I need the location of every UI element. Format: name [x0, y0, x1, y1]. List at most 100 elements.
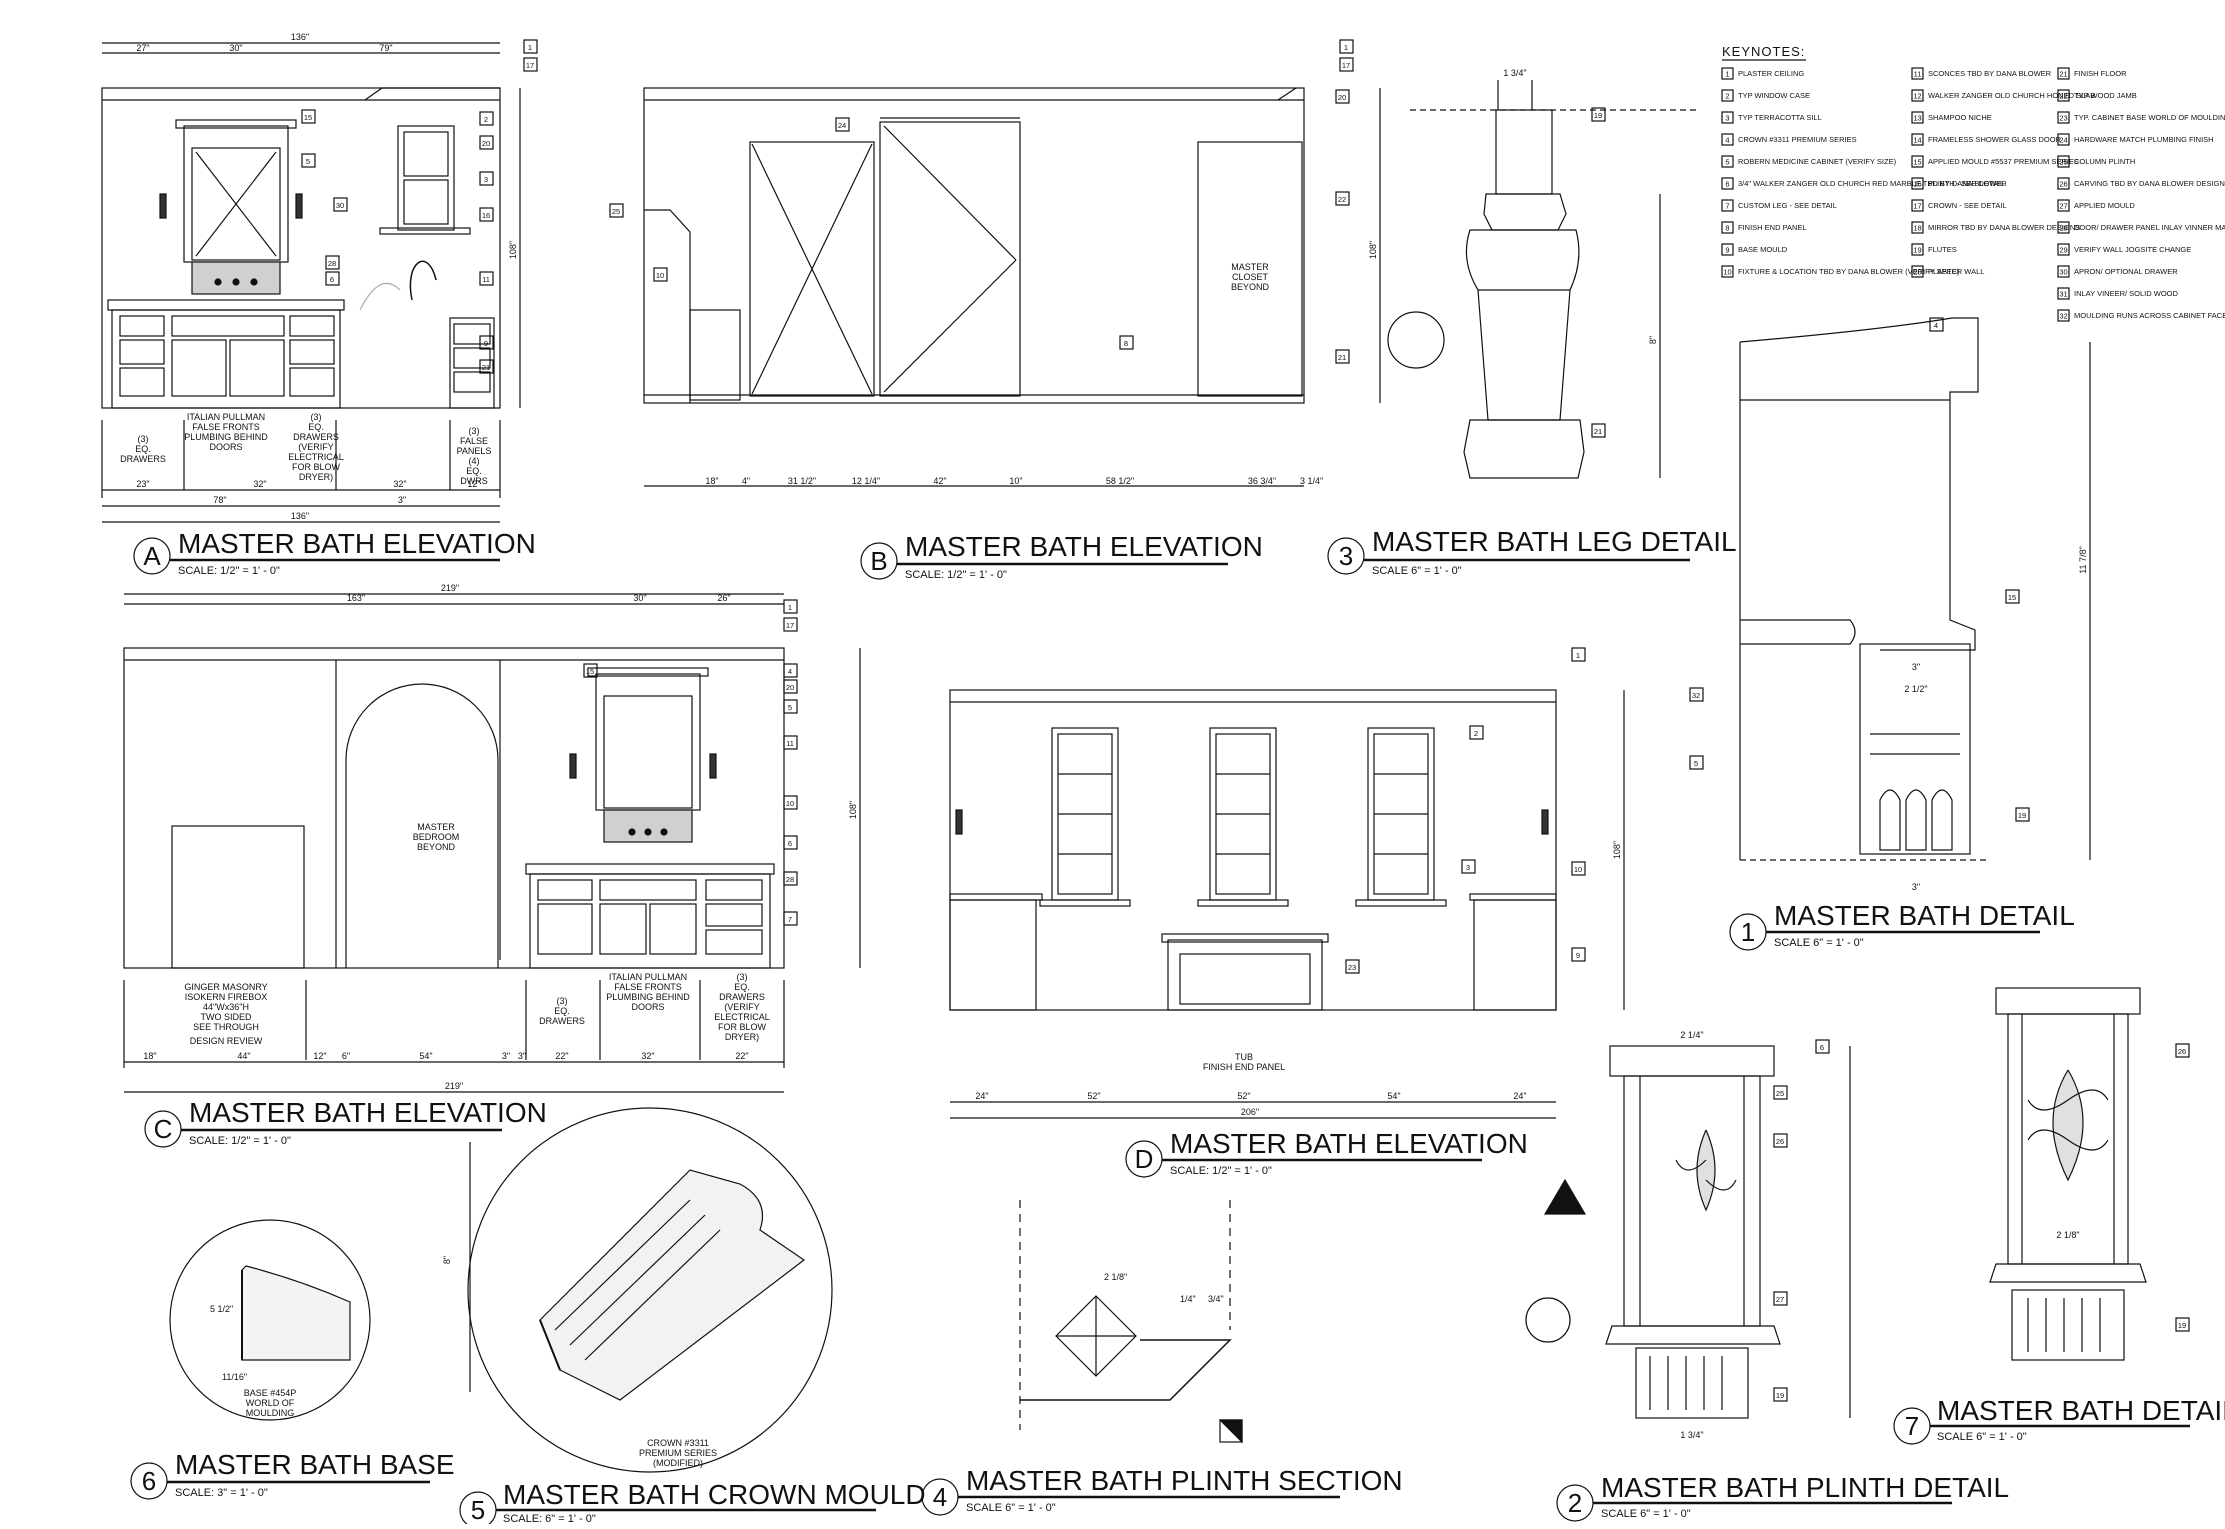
svg-text:1 3/4": 1 3/4"	[1503, 68, 1526, 78]
svg-text:2: 2	[1568, 1488, 1582, 1518]
svg-text:2 1/2": 2 1/2"	[1904, 684, 1927, 694]
keynote-number: 29	[2059, 246, 2067, 255]
svg-text:(4): (4)	[469, 456, 480, 466]
svg-text:108": 108"	[848, 801, 858, 819]
svg-text:3": 3"	[1912, 882, 1920, 892]
keynote-text: TYP. CABINET BASE WORLD OF MOULDING #454…	[2074, 113, 2225, 122]
svg-text:11 7/8": 11 7/8"	[2078, 546, 2088, 574]
svg-text:24": 24"	[1513, 1091, 1526, 1101]
svg-text:DRAWERS: DRAWERS	[539, 1016, 585, 1026]
svg-text:18": 18"	[143, 1051, 156, 1061]
svg-text:30": 30"	[229, 43, 242, 53]
detail-4-plinth-section: 2 1/8" 1/4" 3/4"	[1019, 1200, 1243, 1444]
svg-text:BEYOND: BEYOND	[417, 842, 456, 852]
svg-text:FALSE: FALSE	[460, 436, 488, 446]
svg-text:54": 54"	[1387, 1091, 1400, 1101]
elevation-b: MASTER CLOSET BEYOND 18" 4" 31 1/2" 12 1…	[609, 39, 1381, 487]
svg-text:15: 15	[2008, 593, 2016, 602]
keynote-number: 13	[1913, 114, 1921, 123]
svg-text:24": 24"	[975, 1091, 988, 1101]
svg-text:DRAWERS: DRAWERS	[293, 432, 339, 442]
svg-text:108": 108"	[1612, 841, 1622, 859]
svg-text:108": 108"	[508, 241, 518, 259]
keynote-number: 9	[1725, 246, 1729, 255]
svg-text:MASTER: MASTER	[417, 822, 455, 832]
svg-text:SCALE: 1/2" = 1' - 0": SCALE: 1/2" = 1' - 0"	[178, 565, 280, 577]
svg-text:MASTER BATH DETAIL: MASTER BATH DETAIL	[1774, 900, 2075, 931]
svg-text:2 1/8": 2 1/8"	[1104, 1272, 1127, 1282]
keynote-box	[2057, 221, 2070, 234]
detail-1: 11 7/8" 3" 2 1/2" 3" 4 15 32 5 19	[1689, 317, 2091, 892]
svg-text:20: 20	[1338, 93, 1346, 102]
svg-text:52": 52"	[1087, 1091, 1100, 1101]
keynote-number: 31	[2059, 290, 2067, 299]
svg-text:5 1/2": 5 1/2"	[210, 1304, 233, 1314]
svg-text:6": 6"	[342, 1051, 350, 1061]
svg-text:ELECTRICAL: ELECTRICAL	[288, 452, 344, 462]
svg-text:KEYNOTES:: KEYNOTES:	[1722, 44, 1805, 59]
svg-text:21: 21	[482, 363, 490, 372]
title-block-d: D MASTER BATH ELEVATION SCALE: 1/2" = 1'…	[1125, 1128, 1528, 1178]
keynote-text: FRAMELESS SHOWER GLASS DOOR	[1928, 135, 2062, 144]
keynote-box	[1911, 177, 1924, 190]
keynote-box	[1911, 111, 1924, 124]
detail-6-base: 5 1/2" BASE #454P WORLD OF MOULDING 11/1…	[169, 1219, 371, 1421]
keynote-number: 21	[2059, 70, 2067, 79]
svg-text:17: 17	[1342, 61, 1350, 70]
svg-text:6: 6	[788, 839, 792, 848]
title-block-1: 1 MASTER BATH DETAIL SCALE 6" = 1' - 0"	[1729, 900, 2075, 951]
svg-text:MASTER BATH ELEVATION: MASTER BATH ELEVATION	[189, 1097, 547, 1128]
svg-text:25: 25	[612, 207, 620, 216]
keynotes-legend: KEYNOTES:	[1722, 44, 1806, 61]
keynote-text: INLAY VINEER/ SOLID WOOD	[2074, 289, 2178, 298]
svg-text:EQ.: EQ.	[135, 444, 151, 454]
svg-text:3/4": 3/4"	[1208, 1294, 1224, 1304]
keynote-number: 24	[2059, 136, 2067, 145]
svg-text:TUB: TUB	[1235, 1052, 1253, 1062]
svg-text:SCALE: 1/2" = 1' - 0": SCALE: 1/2" = 1' - 0"	[905, 569, 1007, 581]
svg-text:PLUMBING BEHIND: PLUMBING BEHIND	[184, 432, 268, 442]
keynote-number: 16	[1913, 180, 1921, 189]
svg-text:CROWN #3311: CROWN #3311	[647, 1438, 709, 1448]
keynote-number: 10	[1723, 268, 1731, 277]
svg-text:206": 206"	[1241, 1107, 1259, 1117]
svg-text:EQ.: EQ.	[308, 422, 324, 432]
keynote-box	[1911, 133, 1924, 146]
svg-text:22": 22"	[555, 1051, 568, 1061]
keynote-box	[2057, 133, 2070, 146]
keynote-text: COLUMN PLINTH	[2074, 157, 2135, 166]
svg-text:DRAWERS: DRAWERS	[719, 992, 765, 1002]
svg-text:(3): (3)	[469, 426, 480, 436]
keynote-text: CARVING TBD BY DANA BLOWER DESIGNS	[2074, 179, 2225, 188]
svg-text:EQ.: EQ.	[466, 466, 482, 476]
svg-text:32: 32	[1692, 691, 1700, 700]
keynote-box	[2057, 309, 2070, 322]
svg-text:(3): (3)	[737, 972, 748, 982]
svg-text:ELECTRICAL: ELECTRICAL	[714, 1012, 770, 1022]
keynote-box	[1911, 67, 1924, 80]
svg-text:GINGER MASONRY: GINGER MASONRY	[184, 982, 267, 992]
keynote-number: 7	[1725, 202, 1729, 211]
svg-text:4: 4	[1934, 321, 1938, 330]
keynote-text: CROWN - SEE DETAIL	[1928, 201, 2007, 210]
svg-text:MASTER BATH CROWN MOULD: MASTER BATH CROWN MOULD	[503, 1479, 926, 1510]
svg-text:FOR BLOW: FOR BLOW	[292, 462, 341, 472]
keynote-number: 5	[1725, 158, 1729, 167]
keynote-box	[2057, 177, 2070, 190]
svg-text:3": 3"	[398, 495, 406, 505]
svg-text:26": 26"	[717, 593, 730, 603]
svg-text:30: 30	[336, 201, 344, 210]
elevation-d: 24" 52" 52" 54" 24" TUB FINISH END PANEL…	[949, 647, 1625, 1119]
keynote-number: 2	[1725, 92, 1729, 101]
keynote-text: PLASTER WALL	[1928, 267, 1984, 276]
svg-text:11: 11	[786, 739, 794, 748]
svg-text:BEYOND: BEYOND	[1231, 282, 1270, 292]
keynote-box	[1911, 243, 1924, 256]
svg-text:SCALE 6" = 1' - 0": SCALE 6" = 1' - 0"	[1937, 1431, 2027, 1443]
detail-2-plinth-detail: 2 1/4" 1 3/4" 6 25 26 27 19	[1525, 1030, 1851, 1440]
svg-text:44"Wx36"H: 44"Wx36"H	[203, 1002, 249, 1012]
title-block-a: A MASTER BATH ELEVATION SCALE: 1/2" = 1'…	[133, 528, 536, 577]
svg-text:5: 5	[1694, 759, 1698, 768]
svg-text:10: 10	[1574, 865, 1582, 874]
